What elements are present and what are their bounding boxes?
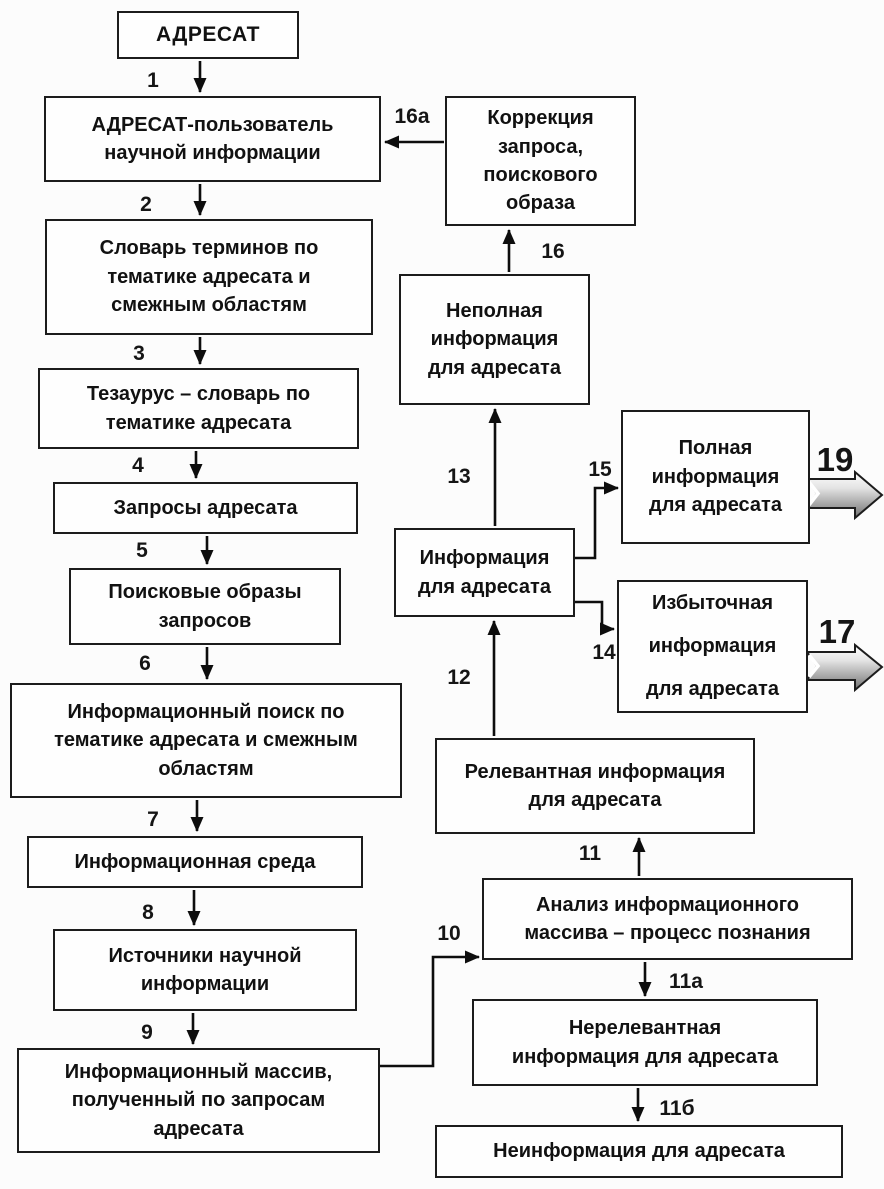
- edge-label-5: 5: [136, 539, 148, 562]
- box-analiz-label: Анализ информационного массива – процесс…: [524, 893, 811, 944]
- edge-label-4: 4: [132, 454, 144, 477]
- box-slovar-terminov: Словарь терминов по тематике адресата и …: [45, 219, 373, 335]
- box-zaprosy-label: Запросы адресата: [113, 496, 298, 519]
- edge-label-6: 6: [139, 652, 151, 675]
- box-tezaurus: Тезаурус – словарь по тематике адресата: [38, 368, 359, 449]
- box-nerelevantnaya-label: Нерелевантная информация для адресата: [511, 1017, 779, 1068]
- box-info-poisk-label: Информационный поиск по тематике адресат…: [54, 700, 358, 780]
- arrow-15-line: [575, 481, 619, 560]
- edge-label-7: 7: [147, 808, 159, 831]
- edge-label-8: 8: [142, 901, 154, 924]
- box-adresat-polzovatel: АДРЕСАТ-пользователь научной информации: [44, 96, 381, 182]
- box-informacia-label: Информация для адресата: [418, 547, 551, 598]
- box-info-massiv: Информационный массив, полученный по зап…: [17, 1048, 380, 1153]
- box-izbytochnaya-label: Избыточная информация для адресата: [646, 592, 779, 700]
- box-relevantnaya: Релевантная информация для адресата: [435, 738, 755, 834]
- box-adresat: АДРЕСАТ: [117, 11, 299, 59]
- box-analiz: Анализ информационного массива – процесс…: [482, 878, 853, 960]
- box-nepolnaya-label: Неполная информация для адресата: [428, 299, 561, 379]
- edge-label-1: 1: [147, 69, 159, 92]
- box-info-massiv-label: Информационный массив, полученный по зап…: [64, 1060, 333, 1140]
- box-izbytochnaya: Избыточная информация для адресата: [617, 580, 808, 713]
- box-adresat-polzovatel-label: АДРЕСАТ-пользователь научной информации: [91, 113, 334, 164]
- edge-label-11: 11: [578, 842, 602, 865]
- edge-label-16: 16: [541, 240, 565, 263]
- box-adresat-label: АДРЕСАТ: [155, 23, 260, 47]
- edge-label-19: 19: [816, 441, 854, 478]
- box-istochniki: Источники научной информации: [53, 929, 357, 1011]
- edge-label-17: 17: [818, 613, 856, 650]
- edge-label-9: 9: [141, 1021, 153, 1044]
- box-info-poisk: Информационный поиск по тематике адресат…: [10, 683, 402, 798]
- edge-label-16a: 16а: [394, 105, 430, 128]
- box-korrekcia-label: Коррекция запроса, поискового образа: [483, 107, 598, 215]
- edge-label-10: 10: [437, 922, 461, 945]
- box-polnaya: Полная информация для адресата: [621, 410, 810, 544]
- edge-label-11b: 11б: [659, 1097, 695, 1120]
- box-zaprosy: Запросы адресата: [53, 482, 358, 534]
- box-info-sreda-label: Информационная среда: [74, 850, 316, 873]
- edge-label-15: 15: [588, 458, 612, 481]
- box-informacia: Информация для адресата: [394, 528, 575, 617]
- edge-label-14: 14: [592, 641, 616, 664]
- box-relevantnaya-label: Релевантная информация для адресата: [464, 760, 726, 811]
- box-korrekcia: Коррекция запроса, поискового образа: [445, 96, 636, 226]
- box-nepolnaya: Неполная информация для адресата: [399, 274, 590, 405]
- edge-label-13: 13: [447, 465, 471, 488]
- box-slovar-terminov-label: Словарь терминов по тематике адресата и …: [99, 237, 319, 317]
- box-nerelevantnaya: Нерелевантная информация для адресата: [472, 999, 818, 1086]
- block-arrow-17-notch: [807, 653, 821, 679]
- edge-label-11a: 11а: [669, 970, 703, 993]
- box-info-sreda: Информационная среда: [27, 836, 363, 888]
- box-poiskovye-obrazy-label: Поисковые образы запросов: [108, 581, 302, 632]
- edge-label-12: 12: [447, 666, 471, 689]
- box-neinformacia: Неинформация для адресата: [435, 1125, 843, 1178]
- box-tezaurus-label: Тезаурус – словарь по тематике адресата: [86, 383, 311, 434]
- box-istochniki-label: Источники научной информации: [108, 944, 302, 995]
- edge-label-3: 3: [133, 342, 145, 365]
- box-poiskovye-obrazy: Поисковые образы запросов: [69, 568, 341, 645]
- edge-label-2: 2: [140, 193, 152, 216]
- box-neinformacia-label: Неинформация для адресата: [493, 1140, 785, 1163]
- arrow-10-line: [380, 950, 480, 1068]
- block-arrow-19-notch: [807, 480, 821, 507]
- box-polnaya-label: Полная информация для адресата: [649, 437, 782, 517]
- arrow-14-line: [575, 600, 615, 636]
